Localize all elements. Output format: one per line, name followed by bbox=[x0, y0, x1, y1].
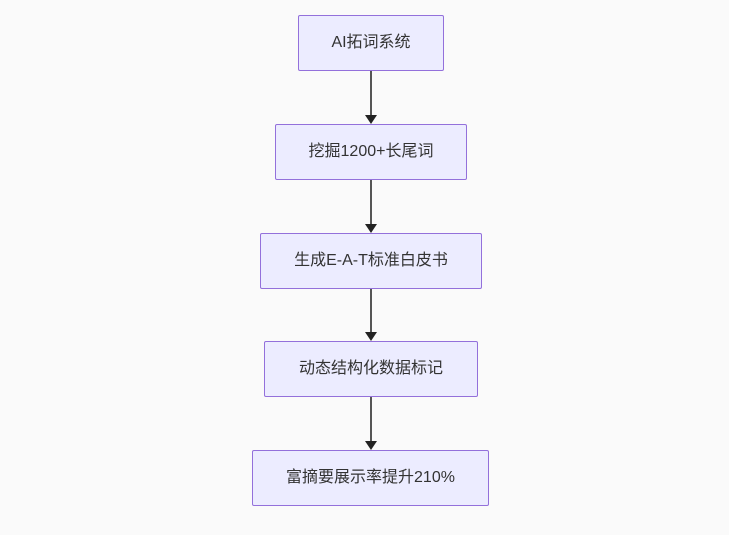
flowchart-node-structured-data-markup: 动态结构化数据标记 bbox=[264, 341, 478, 397]
arrowhead-down-icon bbox=[365, 332, 377, 341]
flowchart-node-eat-whitepaper: 生成E-A-T标准白皮书 bbox=[260, 233, 482, 289]
edge-line bbox=[370, 180, 372, 224]
node-label: 挖掘1200+长尾词 bbox=[308, 143, 434, 160]
flowchart-node-ai-word-expansion: AI拓词系统 bbox=[298, 15, 444, 71]
flowchart-node-rich-snippet-result: 富摘要展示率提升210% bbox=[252, 450, 489, 506]
edge-line bbox=[370, 71, 372, 115]
node-label: 生成E-A-T标准白皮书 bbox=[294, 252, 448, 269]
node-label: 动态结构化数据标记 bbox=[298, 360, 443, 377]
arrowhead-down-icon bbox=[365, 224, 377, 233]
node-label: AI拓词系统 bbox=[331, 34, 411, 51]
node-label: 富摘要展示率提升210% bbox=[286, 469, 455, 486]
arrowhead-down-icon bbox=[365, 441, 377, 450]
arrowhead-down-icon bbox=[365, 115, 377, 124]
edge-line bbox=[370, 397, 372, 441]
edge-line bbox=[370, 289, 372, 332]
flowchart-node-longtail-mining: 挖掘1200+长尾词 bbox=[275, 124, 467, 180]
